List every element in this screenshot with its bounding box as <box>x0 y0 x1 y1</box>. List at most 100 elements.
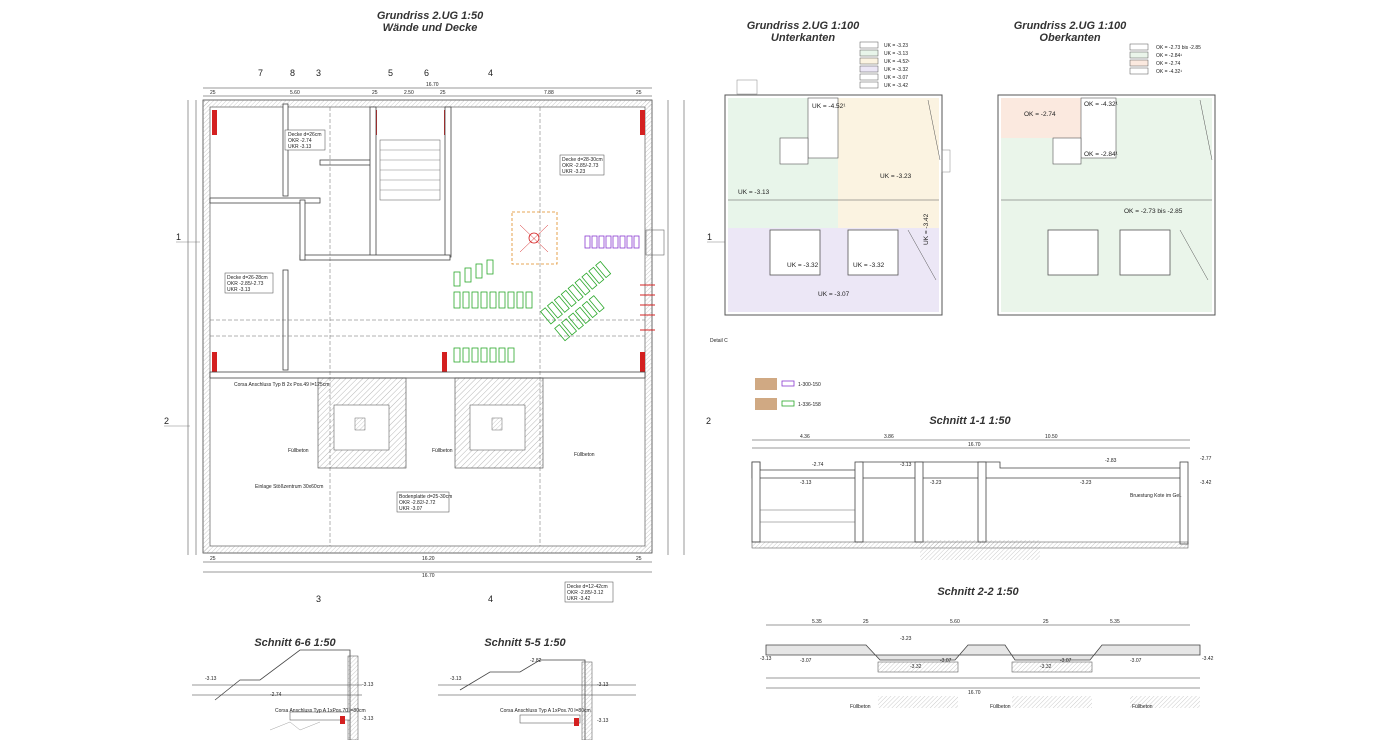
drawing-label: -3.23 <box>900 636 912 642</box>
ok-plan: OK = -2.74 OK = -4.32¹ OK = -2.84¹ OK = … <box>997 43 1216 316</box>
drawing-label: Füllbeton <box>990 704 1011 710</box>
drawing-label: 5.35 <box>812 619 822 625</box>
drawing-label: 1 <box>707 232 712 242</box>
drawing-label: 3 <box>316 68 321 78</box>
pit-left <box>317 377 407 469</box>
drawing-label: 5.35 <box>1110 619 1120 625</box>
drawing-label: -3.13 <box>205 676 217 682</box>
top-dimension-labels: 25 5.60 25 2.50 25 7.88 25 16.70 <box>210 82 642 96</box>
drawing-label: -2.82 <box>530 658 542 664</box>
drawing-label: OKR -2.82/-2.72 <box>399 500 436 506</box>
drawing-label: Decke d=12-42cm <box>567 584 608 590</box>
drawing-label: -2.83 <box>1105 458 1117 464</box>
drawing-label: -3.13 <box>362 716 374 722</box>
drawing-label: 4.36 <box>800 434 810 440</box>
main-plan-title: Grundriss 2.UG 1:50 Wände und Decke <box>330 10 530 34</box>
drawing-label: -3.07 <box>1060 658 1072 664</box>
drawing-label: 4 <box>488 68 493 78</box>
note-corsa: Corsa Anschluss Typ B 2x Pos.49 l=125cm <box>234 382 329 388</box>
drawing-label: 8 <box>290 68 295 78</box>
drawing-label: OKR -2.85/-3.12 <box>567 590 604 596</box>
note-fillbeton-1: Füllbeton <box>288 448 309 454</box>
uk-plan-title: Grundriss 2.UG 1:100 Unterkanten <box>733 20 873 44</box>
drawing-label: -3.13 <box>362 682 374 688</box>
drawing-label: 16.70 <box>968 442 981 448</box>
dim-label: 25 <box>440 90 446 96</box>
drawing-label: UK = -3.42 <box>884 83 908 89</box>
drawing-label: OKR -2.85/-2.73 <box>227 281 264 287</box>
drawing-label: -3.32 <box>910 664 922 670</box>
note-einlage: Einlage Stößzentrum 30x60cm <box>255 484 323 490</box>
drawing-label: 1-336-158 <box>798 402 821 408</box>
drawing-label: OK = -4.32¹ <box>1084 101 1119 108</box>
drawing-label: -3.07 <box>800 658 812 664</box>
dim-label: 25 <box>636 556 642 562</box>
drawing-label: UK = -3.07 <box>818 291 850 298</box>
uk-plan: UK = -4.52¹ UK = -3.23 UK = -3.13 UK = -… <box>707 41 951 316</box>
drawing-label: -2.77 <box>1200 456 1212 462</box>
drawing-label: -3.32 <box>1040 664 1052 670</box>
drawing-label: UK = -3.23 <box>884 43 908 49</box>
drawing-label: 25 <box>863 619 869 625</box>
drawing-label: -3.13 <box>900 462 912 468</box>
drawing-label: Decke d=26-28cm <box>227 275 268 281</box>
drawing-label: 3 <box>316 594 321 604</box>
drawing-label: 1-300-150 <box>798 382 821 388</box>
main-plan-title-text: Grundriss 2.UG 1:50 <box>376 10 484 22</box>
drawing-label: UKR -3.13 <box>288 144 312 150</box>
drawing-label: OK = -2.84¹ <box>1156 53 1182 59</box>
drawing-label: -3.13 <box>450 676 462 682</box>
drawing-label: -3.07 <box>940 658 952 664</box>
note-decke-a: Decke d=26cm OKR -2.74 UKR -3.13 <box>284 129 326 151</box>
drawing-label: -3.23 <box>1080 480 1092 486</box>
drawing-label: OK = -4.32¹ <box>1156 69 1182 75</box>
drawing-label: 16.70 <box>968 690 981 696</box>
section-22-title: Schnitt 2-2 1:50 <box>937 586 1019 598</box>
drawing-label: -3.42 <box>1202 656 1214 662</box>
section-55-title: Schnitt 5-5 1:50 <box>484 637 566 649</box>
dim-label: 25 <box>210 90 216 96</box>
drawing-label: Füllbeton <box>850 704 871 710</box>
drawing-label: UK = -3.23 <box>880 173 912 180</box>
dim-total-label: 16.70 <box>426 82 439 88</box>
drawing-label: -3.42 <box>1200 480 1212 486</box>
drawing-label: 1 <box>176 232 181 242</box>
pit-right <box>454 377 544 469</box>
dim-label: 16.20 <box>422 556 435 562</box>
drawing-label: UK = -3.42 <box>923 213 930 245</box>
drawing-label: -3.13 <box>597 718 609 724</box>
drawing-label: UK = -3.13 <box>884 51 908 57</box>
uk-plan-title-text: Grundriss 2.UG 1:100 <box>746 20 860 32</box>
drawing-label: -2.74 <box>812 462 824 468</box>
main-plan-subtitle: Wände und Decke <box>382 22 478 34</box>
ok-plan-subtitle: Oberkanten <box>1039 32 1101 44</box>
section-2-2: 5.35 25 5.60 25 5.35 16.70 Füllbeton Fül… <box>760 619 1214 710</box>
drawing-label: 4 <box>488 594 493 604</box>
drawing-label: 7 <box>258 68 263 78</box>
note-decke-b: Decke d=26-28cm OKR -2.85/-2.73 UKR -3.1… <box>224 272 274 294</box>
dim-label: 7.88 <box>544 90 554 96</box>
section-1-1: 4.36 3.86 10.50 16.70 -3.13 -2.74 -3.13 … <box>751 434 1212 560</box>
drawing-label: 5 <box>388 68 393 78</box>
ok-plan-title: Grundriss 2.UG 1:100 Oberkanten <box>1000 20 1140 44</box>
uk-plan-subtitle: Unterkanten <box>770 32 836 44</box>
ok-plan-title-text: Grundriss 2.UG 1:100 <box>1013 20 1127 32</box>
drawing-label: 25 <box>1043 619 1049 625</box>
drawing-label: Bodenplatte d=25-30cm <box>399 494 452 500</box>
drawing-label: OKR -2.74 <box>288 138 312 144</box>
drawing-label: 5.60 <box>950 619 960 625</box>
note-fillbeton-2: Füllbeton <box>432 448 453 454</box>
main-floor-plan: 25 5.60 25 2.50 25 7.88 25 16.70 <box>164 68 821 604</box>
drawing-label: -2.74 <box>270 692 282 698</box>
drawing-label: Füllbeton <box>1132 704 1153 710</box>
drawing-label: -3.23 <box>930 480 942 486</box>
drawing-label: OK = -2.74 <box>1156 61 1181 67</box>
axis-markers: 7 8 3 5 6 4 1 2 3 4 2 <box>164 68 711 604</box>
section-5-5: -2.82 -3.13 -3.13 -3.13 Corsa Anschluss … <box>438 658 636 740</box>
drawing-label: 6 <box>424 68 429 78</box>
detail-box <box>511 211 558 265</box>
drawing-label: UK = -3.32 <box>787 262 819 269</box>
dim-label: 25 <box>210 556 216 562</box>
